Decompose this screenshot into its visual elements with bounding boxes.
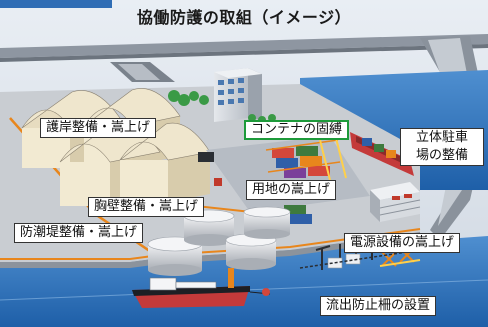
office-building (214, 68, 262, 122)
title-accent-bar (0, 0, 112, 8)
label-parking: 立体駐車 場の整備 (400, 128, 484, 166)
container-ship-top (350, 132, 414, 176)
label-parking-line1: 立体駐車 (415, 130, 468, 145)
label-land: 用地の嵩上げ (246, 180, 337, 200)
barrier-fence (299, 249, 421, 269)
storage-tanks (147, 206, 291, 276)
label-barrier: 流出防止柵の設置 (320, 296, 437, 316)
label-power: 電源設備の嵩上げ (344, 233, 461, 253)
tide-wall-edge (0, 232, 420, 268)
label-parking-line2: 場の整備 (415, 148, 468, 163)
container-stacks (265, 137, 347, 224)
page-title: 協働防護の取組（イメージ） (136, 8, 352, 27)
parking-structure (370, 182, 421, 222)
label-container: コンテナの固縛 (244, 120, 350, 140)
ship-bottom (132, 268, 271, 308)
label-tidewall: 防潮堤整備・嵩上げ (14, 223, 144, 243)
label-parapet: 胸壁整備・嵩上げ (88, 197, 205, 217)
label-seawall: 護岸整備・嵩上げ (40, 118, 157, 138)
